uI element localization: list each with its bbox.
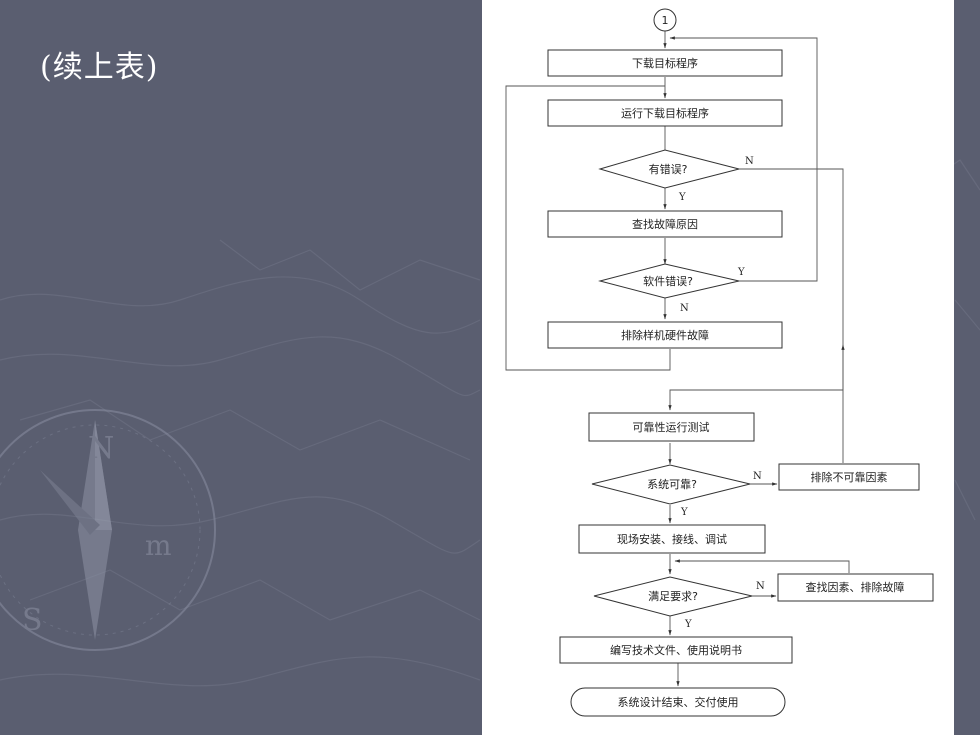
branch-label-n: N bbox=[680, 303, 689, 314]
step-download: 下载目标程序 bbox=[547, 49, 783, 77]
step-write-docs: 编写技术文件、使用说明书 bbox=[559, 636, 793, 664]
terminal-finish: 系统设计结束、交付使用 bbox=[570, 687, 786, 717]
step-label: 下载目标程序 bbox=[632, 56, 698, 70]
step-label: 查找故障原因 bbox=[632, 217, 698, 231]
flow-connectors bbox=[505, 31, 850, 687]
decision-meets-requirements: 满足要求? bbox=[593, 576, 753, 617]
branch-labels: N Y Y N N Y N Y bbox=[678, 156, 765, 630]
branch-label-y: Y bbox=[684, 619, 692, 630]
branch-label-y: Y bbox=[678, 192, 686, 203]
svg-text:m: m bbox=[145, 529, 172, 562]
compass-icon: N S m bbox=[0, 409, 216, 651]
connector-node: 1 bbox=[653, 8, 677, 32]
decision-system-reliable: 系统可靠? bbox=[591, 464, 751, 505]
step-label: 现场安装、接线、调试 bbox=[617, 532, 727, 546]
connector-label: 1 bbox=[662, 14, 669, 27]
step-label: 编写技术文件、使用说明书 bbox=[610, 643, 742, 657]
flowchart-panel: 1 下载目标程序 运行下载目标程序 有错误? 查找故障原因 软件错误? 排除样机… bbox=[482, 0, 954, 735]
step-find-cause: 查找故障原因 bbox=[547, 210, 783, 238]
svg-text:N: N bbox=[88, 431, 114, 466]
decision-label: 系统可靠? bbox=[647, 477, 697, 491]
branch-label-n: N bbox=[756, 581, 765, 592]
decision-has-error: 有错误? bbox=[598, 149, 740, 189]
flowchart: 1 下载目标程序 运行下载目标程序 有错误? 查找故障原因 软件错误? 排除样机… bbox=[505, 8, 934, 717]
decision-label: 软件错误? bbox=[643, 274, 693, 288]
decision-software-error: 软件错误? bbox=[598, 263, 740, 299]
step-label: 查找因素、排除故障 bbox=[806, 580, 905, 594]
branch-label-y: Y bbox=[680, 507, 688, 518]
step-fix-hardware: 排除样机硬件故障 bbox=[547, 321, 783, 349]
step-remove-unreliable: 排除不可靠因素 bbox=[778, 463, 920, 491]
slide-title: (续上表) bbox=[40, 50, 159, 85]
step-find-factors: 查找因素、排除故障 bbox=[777, 573, 934, 602]
step-label: 可靠性运行测试 bbox=[633, 420, 710, 434]
step-run-download: 运行下载目标程序 bbox=[547, 99, 783, 127]
branch-label-y: Y bbox=[737, 267, 745, 278]
svg-text:S: S bbox=[22, 603, 43, 638]
branch-label-n: N bbox=[753, 471, 762, 482]
step-label: 运行下载目标程序 bbox=[621, 106, 709, 120]
step-install: 现场安装、接线、调试 bbox=[578, 524, 766, 554]
step-reliability-test: 可靠性运行测试 bbox=[588, 412, 755, 442]
decision-label: 满足要求? bbox=[648, 590, 698, 603]
terminal-label: 系统设计结束、交付使用 bbox=[618, 695, 739, 709]
decision-label: 有错误? bbox=[649, 162, 688, 176]
branch-label-n: N bbox=[745, 156, 754, 167]
step-label: 排除不可靠因素 bbox=[811, 470, 888, 484]
step-label: 排除样机硬件故障 bbox=[621, 328, 709, 342]
